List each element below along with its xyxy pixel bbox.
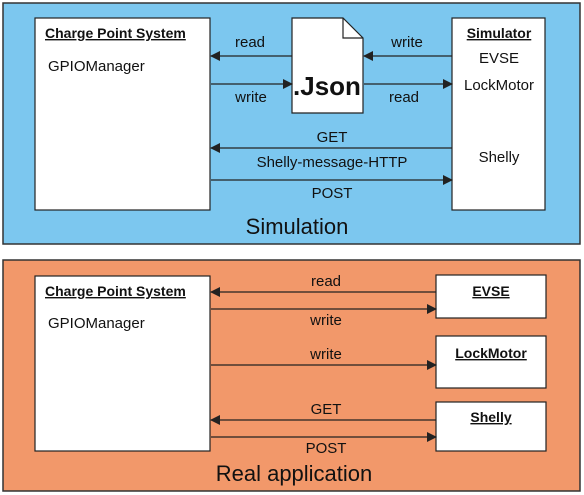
label-sim-read: read [389, 89, 419, 106]
label-cps-read: read [235, 34, 265, 51]
label-sim-get: GET [317, 129, 348, 146]
lockmotor-box [435, 335, 547, 389]
json-file-label: .Json [293, 71, 361, 101]
label-sim-post: POST [312, 185, 353, 202]
label-lock-write: write [309, 346, 342, 363]
evse-title: EVSE [472, 283, 509, 299]
real-cps-title: Charge Point System [45, 283, 186, 299]
label-evse-write: write [309, 312, 342, 329]
simulation-title: Simulation [246, 214, 349, 239]
json-file-icon [291, 17, 364, 114]
real-title: Real application [216, 461, 373, 486]
shelly-box [435, 401, 547, 452]
json-file-fold [342, 18, 363, 39]
shelly-title: Shelly [470, 409, 511, 425]
label-shelly-post: POST [306, 440, 347, 457]
sim-cps-box [34, 17, 211, 211]
label-evse-read: read [311, 273, 341, 290]
real-cps-box [34, 275, 211, 452]
sim-cps-title: Charge Point System [45, 25, 186, 41]
real-cps-gpiomanager: GPIOManager [48, 315, 145, 332]
lockmotor-title: LockMotor [455, 345, 527, 361]
label-cps-write: write [234, 89, 267, 106]
simulator-title: Simulator [467, 25, 532, 41]
simulator-box [451, 17, 546, 211]
label-sim-write: write [390, 34, 423, 51]
sim-cps-gpiomanager: GPIOManager [48, 58, 145, 75]
label-shelly-message: Shelly-message-HTTP [257, 154, 408, 171]
simulator-item-shelly: Shelly [479, 149, 520, 166]
simulator-item-lockmotor: LockMotor [464, 77, 534, 94]
simulator-item-evse: EVSE [479, 50, 519, 67]
evse-box [435, 274, 547, 319]
label-shelly-get: GET [311, 401, 342, 418]
